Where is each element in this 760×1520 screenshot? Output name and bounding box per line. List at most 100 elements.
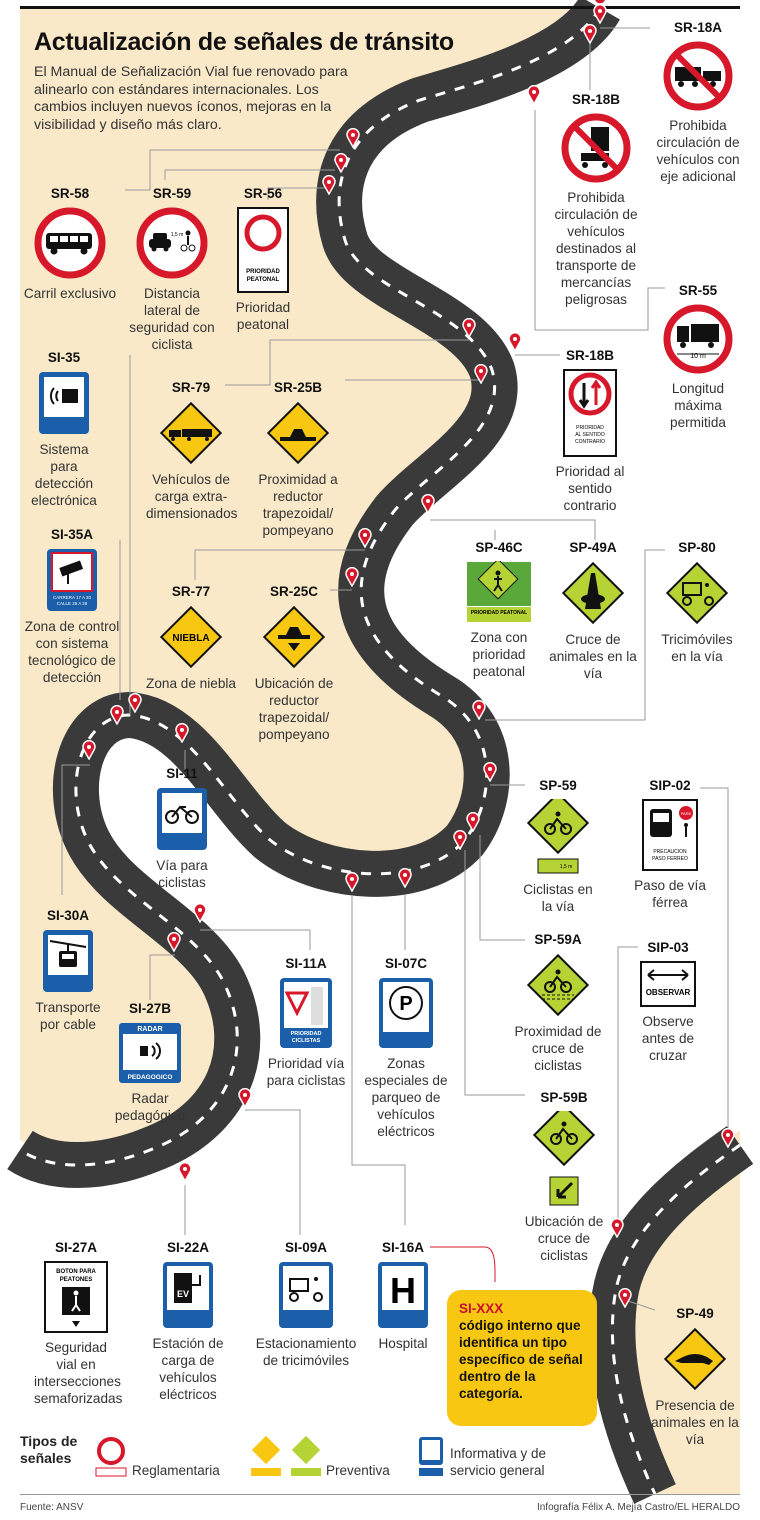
sign-sp-59a: SP-59A Proximidad de cruce de ciclistas: [512, 932, 604, 1074]
map-pin: [466, 812, 480, 832]
svg-text:PRIORIDAD: PRIORIDAD: [246, 269, 280, 275]
source-text: Fuente: ANSV: [20, 1502, 84, 1513]
map-pin: [110, 705, 124, 725]
sign-desc: Prioridad vía para ciclistas: [266, 1056, 346, 1088]
sign-sr-18b: SR-18B Prohibida circulación de vehículo…: [548, 92, 644, 308]
sign-code: SIP-02: [649, 778, 691, 793]
fog-icon: NIEBLA: [159, 605, 223, 669]
cctv-icon: CARRERA 17 A 20 CALLE 25 A 28: [47, 549, 97, 611]
sign-sr-58: SR-58 Carril exclusivo: [22, 186, 118, 302]
sign-desc: Prohibida circulación de vehículos con e…: [656, 118, 740, 184]
svg-text:PARE: PARE: [681, 811, 692, 816]
sign-sr-18b-prioridad: SR-18B PRIORIDAD AL SENTIDO CONTRARIO Pr…: [552, 348, 628, 514]
svg-text:PASO FERREO: PASO FERREO: [652, 856, 688, 862]
map-pin: [238, 1088, 252, 1108]
map-pin: [334, 153, 348, 173]
sign-si-16a: SI-16A H Hospital: [368, 1240, 438, 1352]
sign-sr-55: SR-55 10 m Longitud máxima permitida: [650, 283, 746, 431]
legend-reglamentaria: Reglamentaria: [132, 1463, 220, 1478]
sign-desc: Carril exclusivo: [23, 286, 117, 301]
map-pin: [193, 903, 207, 923]
sign-code: SP-49: [676, 1306, 714, 1321]
top-rule: [20, 6, 740, 9]
sign-si-11a: SI-11A PRIORIDAD CICLISTAS Prioridad vía…: [266, 956, 346, 1089]
sign-code: SI-35: [47, 350, 81, 365]
sign-code: SR-59: [152, 186, 192, 201]
ev-parking-icon: P: [379, 978, 433, 1048]
cyclist-icon: 1,5 m: [526, 799, 590, 874]
sign-code: SP-80: [678, 540, 716, 555]
sign-code: SI-35A: [50, 527, 94, 542]
legend-preventiva: Preventiva: [326, 1463, 390, 1478]
map-pin: [527, 85, 541, 105]
sign-desc: Paso de vía férrea: [634, 878, 706, 910]
hospital-icon: H: [378, 1262, 428, 1328]
map-pin: [345, 872, 359, 892]
ev-charger-icon: EV: [163, 1262, 213, 1328]
sign-desc: Longitud máxima permitida: [670, 381, 726, 430]
long-truck-icon: [159, 401, 223, 465]
svg-text:EV: EV: [177, 1289, 189, 1299]
map-pin: [345, 567, 359, 587]
pedestrian-priority-icon: PRIORIDAD PEATONAL: [237, 207, 289, 293]
sign-sip-02: SIP-02 PARE PRECAUCION PASO FERREO Paso …: [630, 778, 710, 911]
map-pin: [610, 1218, 624, 1238]
map-pin: [593, 4, 607, 24]
sign-desc: Proximidad de cruce de ciclistas: [514, 1024, 602, 1073]
sign-code: SI-09A: [284, 1240, 328, 1255]
sign-sp-46c: SP-46C PRIORIDAD PEATONAL Zona con prior…: [458, 540, 540, 680]
sign-code: SI-07C: [384, 956, 428, 971]
cyclist-crossing-arrow-icon: [532, 1111, 596, 1206]
sign-sr-56: SR-56 PRIORIDAD PEATONAL Prioridad peato…: [226, 186, 300, 333]
page-title: Actualización de señales de tránsito: [34, 28, 454, 56]
sign-desc: Prohibida circulación de vehículos desti…: [554, 190, 638, 307]
sign-desc: Seguridad vial en intersecciones semafor…: [34, 1340, 123, 1406]
pedestrian-zone-icon: PRIORIDAD PEATONAL: [467, 561, 531, 622]
sign-sp-49: SP-49 Presencia de animales en la vía: [648, 1306, 742, 1448]
sign-sr-25c: SR-25C Ubicación de reductor trapezoidal…: [246, 584, 342, 743]
map-pin: [128, 693, 142, 713]
sign-code: SP-59B: [540, 1090, 588, 1105]
hazard-truck-icon: [561, 113, 631, 183]
svg-text:RADAR: RADAR: [137, 1026, 162, 1033]
intro-text: El Manual de Señalización Vial fue renov…: [34, 64, 348, 133]
sign-desc: Cruce de animales en la vía: [549, 632, 637, 681]
sign-si-09a: SI-09A Estacionamiento de tricimóviles: [248, 1240, 364, 1369]
map-pin: [721, 1128, 735, 1148]
length-label: 10 m: [690, 353, 706, 360]
sign-sr-25b: SR-25B Proximidad a reductor trapezoidal…: [250, 380, 346, 539]
sign-code: SR-18B: [571, 92, 620, 107]
informativa-legend-icon: [419, 1437, 443, 1476]
svg-text:PRIORIDAD: PRIORIDAD: [291, 1031, 322, 1037]
sign-si-30a: SI-30A Transporte por cable: [30, 908, 106, 1033]
sign-sp-80: SP-80 Tricimóviles en la vía: [652, 540, 742, 665]
sign-sp-49a: SP-49A Cruce de animales en la vía: [548, 540, 638, 682]
sign-code: SI-22A: [166, 1240, 210, 1255]
code-note: SI-XXX código interno que identifica un …: [447, 1290, 597, 1426]
truck-length-icon: 10 m: [663, 304, 733, 374]
cable-car-icon: [43, 930, 93, 992]
sign-desc: Distancia lateral de seguridad con cicli…: [129, 286, 215, 352]
sign-sr-79: SR-79 Vehículos de carga extra-dimension…: [146, 380, 237, 522]
sign-desc: Ubicación de reductor trapezoidal/ pompe…: [254, 676, 334, 742]
map-pin: [178, 1162, 192, 1182]
sign-code: SP-59: [539, 778, 577, 793]
double-arrow-icon: OBSERVAR: [640, 961, 696, 1007]
map-pin: [175, 723, 189, 743]
svg-text:1,5 m: 1,5 m: [560, 864, 573, 870]
sign-sp-59b: SP-59B Ubicación de cruce de ciclistas: [518, 1090, 610, 1264]
sign-si-27a: SI-27A BOTON PARA PEATONES Seguridad via…: [34, 1240, 123, 1407]
sign-code: SP-59A: [534, 932, 582, 947]
svg-text:CALLE 25 A 28: CALLE 25 A 28: [57, 601, 88, 606]
svg-text:PRIORIDAD PEATONAL: PRIORIDAD PEATONAL: [471, 610, 527, 616]
note-text: código interno que identifica un tipo es…: [459, 1318, 583, 1401]
sign-desc: Presencia de animales en la vía: [651, 1398, 739, 1447]
sign-code: SR-58: [50, 186, 90, 201]
map-pin: [82, 740, 96, 760]
map-pin: [462, 318, 476, 338]
map-pin: [358, 528, 372, 548]
sign-desc: Radar pedagógico: [114, 1091, 186, 1123]
opposite-direction-icon: PRIORIDAD AL SENTIDO CONTRARIO: [563, 369, 617, 457]
sign-code: SI-11A: [285, 956, 327, 971]
bottom-rule: [20, 1494, 740, 1495]
